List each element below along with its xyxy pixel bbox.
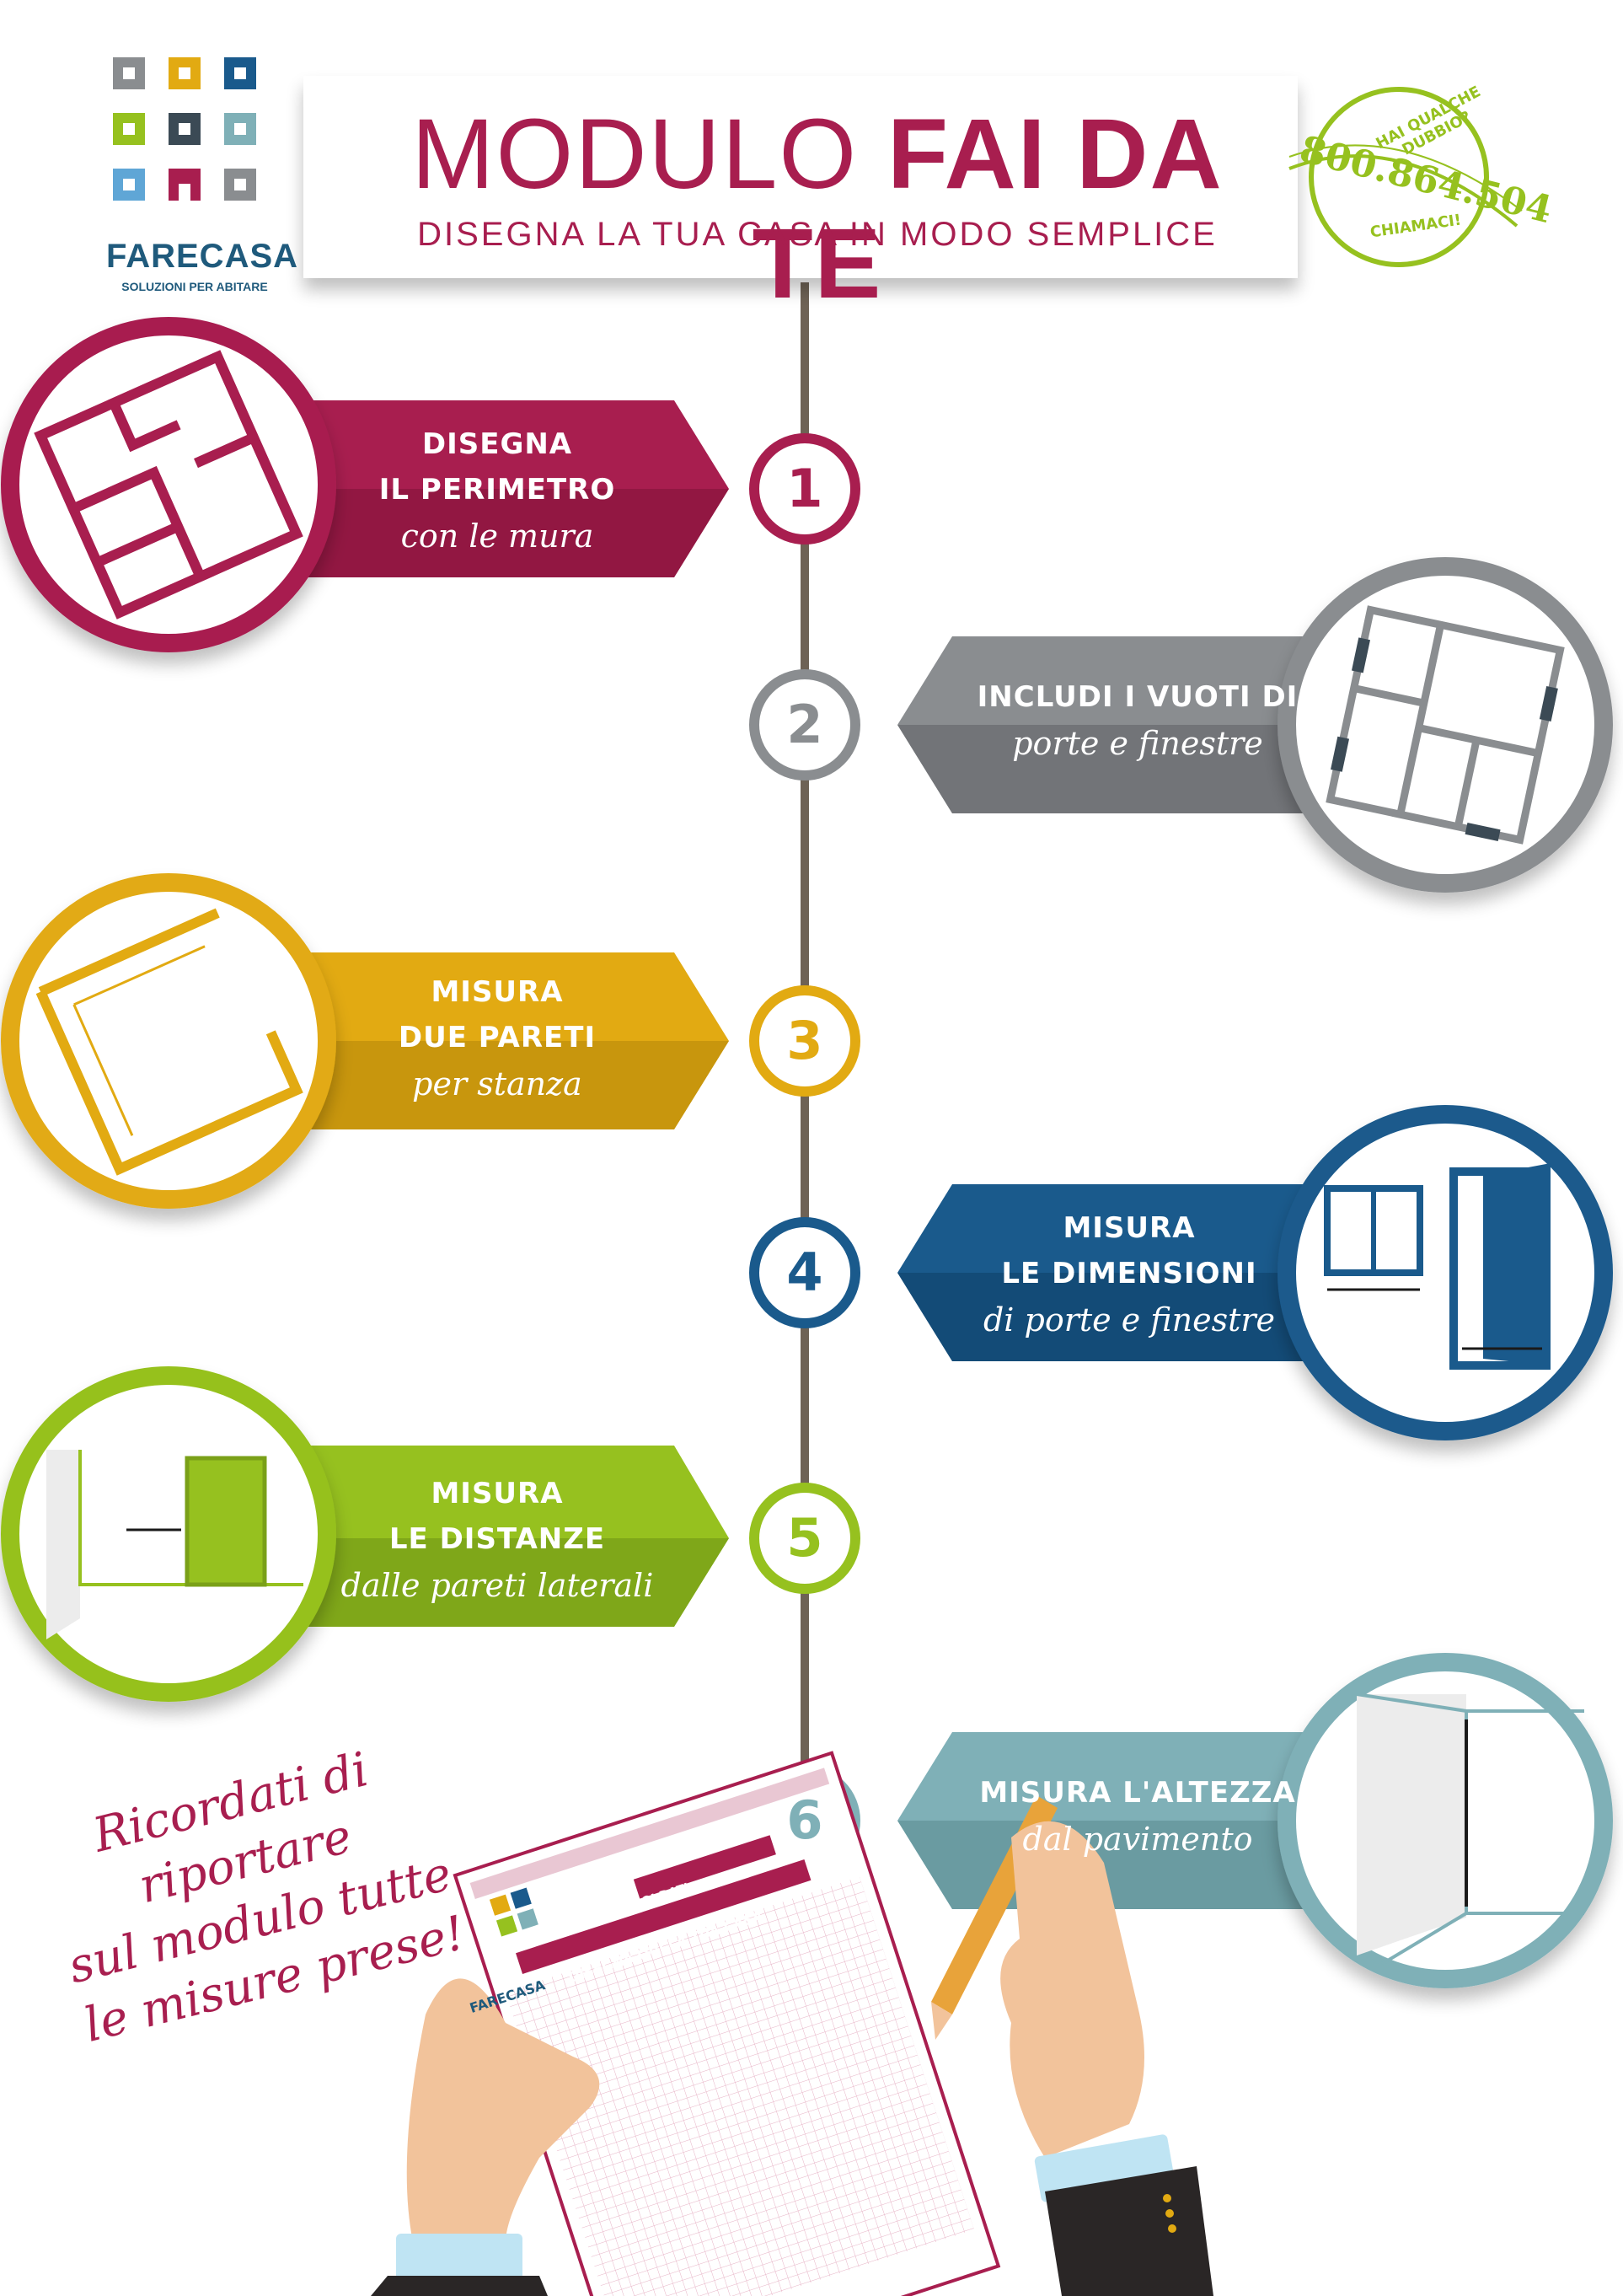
step-4-number: 4: [786, 1242, 823, 1303]
form-sheet-section-bar: [516, 1859, 812, 1974]
step-4-number-circle: [749, 1217, 860, 1328]
step-1-line1: DISEGNA: [421, 427, 573, 461]
right-hand: [931, 1795, 1213, 2296]
wall-measure-icon: [35, 908, 303, 1176]
step-2-text: INCLUDI I VUOTI DI porte e finestre: [961, 674, 1315, 767]
logo-brand: FARECASA: [106, 238, 299, 275]
step-3-number-circle: [749, 985, 860, 1097]
step-5-line1: MISURA: [431, 1477, 564, 1510]
step-5: [1, 1366, 860, 1702]
title-bold: FAI DA TE: [752, 99, 1224, 319]
step-6-line1: MISURA L'ALTEZZA: [979, 1776, 1296, 1810]
left-hand: [371, 1978, 600, 2296]
header-band: [303, 76, 1298, 278]
step-4-line1: MISURA: [1063, 1211, 1196, 1245]
step-1-icon-circle: [1, 317, 336, 652]
step-5-icon-circle: [1, 1366, 336, 1702]
logo-mark: [113, 57, 256, 201]
door-distance-icon: [46, 1450, 303, 1639]
step-3-number: 3: [786, 1010, 823, 1071]
step-1-number-circle: [749, 433, 860, 544]
step-2-number-circle: [749, 669, 860, 781]
step-6-number: 6: [786, 1789, 823, 1851]
step-3-line2: DUE PARETI: [398, 1021, 597, 1054]
step-4: [749, 1105, 1613, 1440]
step-6-text: MISURA L'ALTEZZA dal pavimento: [961, 1770, 1315, 1863]
step-1-number: 1: [786, 458, 823, 519]
step-2: [749, 557, 1613, 893]
step-4-line2: LE DIMENSIONI: [1001, 1257, 1257, 1290]
page-title: MODULO FAI DA TE: [354, 99, 1281, 319]
step-2-number: 2: [786, 694, 823, 755]
step-2-icon-circle: [1278, 557, 1613, 893]
step-3: [1, 873, 860, 1209]
step-3-line3: per stanza: [412, 1065, 582, 1102]
step-5-number-circle: [749, 1483, 860, 1594]
step-1-line3: con le mura: [400, 518, 594, 555]
step-4-line3: di porte e finestre: [983, 1301, 1276, 1338]
plan-openings-icon: [1326, 605, 1565, 845]
title-light: MODULO: [411, 99, 859, 210]
step-3-line1: MISURA: [431, 975, 564, 1009]
step-5-line2: LE DISTANZE: [388, 1522, 606, 1556]
step-6-line3: dal pavimento: [1022, 1821, 1253, 1858]
step-5-line3: dalle pareti laterali: [340, 1567, 654, 1604]
step-2-line1: INCLUDI I VUOTI DI: [977, 680, 1299, 714]
step-3-icon-circle: [1, 873, 336, 1209]
step-2-line3: porte e finestre: [1012, 725, 1263, 762]
height-measure-icon: [1356, 1692, 1584, 1966]
step-1-line2: IL PERIMETRO: [378, 473, 616, 507]
step-1-text: DISEGNA IL PERIMETRO con le mura: [329, 421, 666, 560]
logo-tagline: SOLUZIONI PER ABITARE: [121, 280, 268, 293]
window-door-icon: [1324, 1163, 1551, 1370]
step-3-text: MISURA DUE PARETI per stanza: [329, 969, 666, 1108]
step-5-text: MISURA LE DISTANZE dalle pareti laterali: [329, 1471, 666, 1609]
form-sheet: [453, 1751, 1001, 2296]
page-subtitle: DISEGNA LA TUA CASA IN MODO SEMPLICE: [417, 216, 1218, 253]
step-5-number: 5: [786, 1507, 823, 1569]
hotline-badge: [1288, 87, 1523, 267]
form-sheet-header-bar: [633, 1835, 776, 1899]
step-4-text: MISURA LE DIMENSIONI di porte e finestre: [952, 1205, 1306, 1344]
step-1: [1, 317, 860, 652]
floor-plan-icon: [34, 350, 303, 620]
